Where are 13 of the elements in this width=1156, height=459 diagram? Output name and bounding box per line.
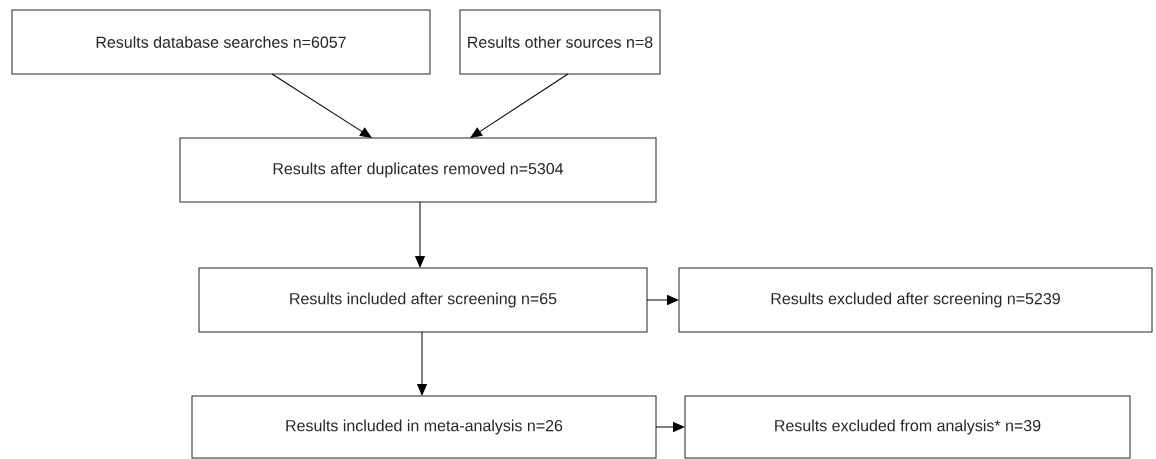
process-box: Results included in meta-analysis n=26	[191, 395, 657, 459]
process-box: Results after duplicates removed n=5304	[179, 137, 657, 203]
process-box: Results included after screening n=65	[198, 267, 648, 333]
arrow	[415, 201, 425, 268]
arrow	[655, 422, 685, 432]
process-box: Results excluded from analysis* n=39	[684, 395, 1131, 459]
process-box: Results excluded after screening n=5239	[678, 267, 1153, 333]
arrow	[470, 73, 569, 138]
arrow	[646, 295, 679, 305]
process-box: Results other sources n=8	[459, 9, 661, 75]
arrow	[271, 73, 372, 138]
process-box: Results database searches n=6057	[11, 9, 431, 75]
arrow	[417, 331, 427, 396]
